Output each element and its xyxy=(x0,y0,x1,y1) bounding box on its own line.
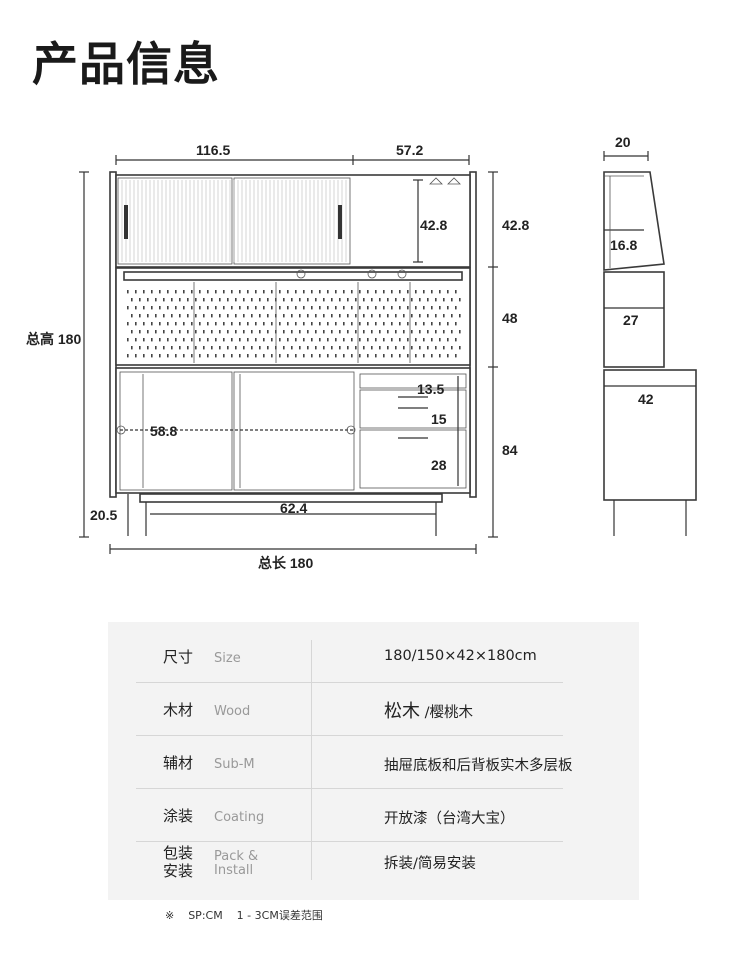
spec-label: 辅材 xyxy=(163,754,194,772)
door-handle-left xyxy=(124,205,128,239)
spec-label: 尺寸 xyxy=(163,648,194,666)
dim-lower-depth: 42 xyxy=(638,391,654,407)
spec-label-en: Sub-M xyxy=(214,757,255,772)
dim-upper-height: 42.8 xyxy=(502,217,529,233)
spec-divider xyxy=(311,640,312,880)
dim-total-height: 总高 180 xyxy=(26,331,81,347)
spec-row-pack: 包装安装 Pack &Install 拆装/简易安装 xyxy=(108,842,639,900)
spec-row-wood: 木材 Wood 松木 /樱桃木 xyxy=(108,683,639,736)
spec-value: 松木 /樱桃木 xyxy=(384,701,473,722)
dim-top-left: 116.5 xyxy=(196,142,230,158)
spec-label-en: Pack &Install xyxy=(214,849,259,878)
dim-shelf-depth: 16.8 xyxy=(610,237,637,253)
spec-value: 拆装/简易安装 xyxy=(384,856,476,872)
dim-top-right: 57.2 xyxy=(396,142,423,158)
spec-row-coating: 涂装 Coating 开放漆（台湾大宝） xyxy=(108,789,639,842)
dim-drawer2: 15 xyxy=(431,411,447,427)
dim-depth-top: 20 xyxy=(615,134,631,150)
dim-base-width: 62.4 xyxy=(280,500,307,516)
page-title: 产品信息 xyxy=(32,37,220,91)
spec-table: 尺寸 Size 180/150×42×180cm 木材 Wood 松木 /樱桃木… xyxy=(108,622,639,900)
dim-total-length: 总长 180 xyxy=(258,555,313,571)
spec-row-sub: 辅材 Sub-M 抽屉底板和后背板实木多层板 xyxy=(108,736,639,789)
spec-label: 木材 xyxy=(163,701,194,719)
spec-label-en: Coating xyxy=(214,810,265,825)
dim-middle-depth: 27 xyxy=(623,312,639,328)
dim-upper-inner: 42.8 xyxy=(420,217,447,233)
dim-drawer3: 28 xyxy=(431,457,447,473)
spec-label-en: Wood xyxy=(214,704,251,719)
spec-value: 180/150×42×180cm xyxy=(384,648,537,664)
dim-inner-width: 58.8 xyxy=(150,423,177,439)
dim-leg-height: 20.5 xyxy=(90,507,117,523)
side-view xyxy=(603,171,697,536)
spec-label: 涂装 xyxy=(163,807,194,825)
spec-value: 抽屉底板和后背板实木多层板 xyxy=(384,758,573,774)
spec-value: 开放漆（台湾大宝） xyxy=(384,811,515,827)
spec-label-en: Size xyxy=(214,651,241,666)
dimension-drawing: 116.5 57.2 42.8 58.8 13.5 15 28 xyxy=(26,134,697,571)
door-handle-right xyxy=(338,205,342,239)
footnote: ※ SP:CM 1 - 3CM误差范围 xyxy=(165,909,323,922)
dim-drawer1: 13.5 xyxy=(417,381,444,397)
spec-label: 包装安装 xyxy=(163,844,194,880)
dim-middle-height: 48 xyxy=(502,310,518,326)
spec-row-size: 尺寸 Size 180/150×42×180cm xyxy=(108,630,639,683)
dim-lower-height: 84 xyxy=(502,442,518,458)
